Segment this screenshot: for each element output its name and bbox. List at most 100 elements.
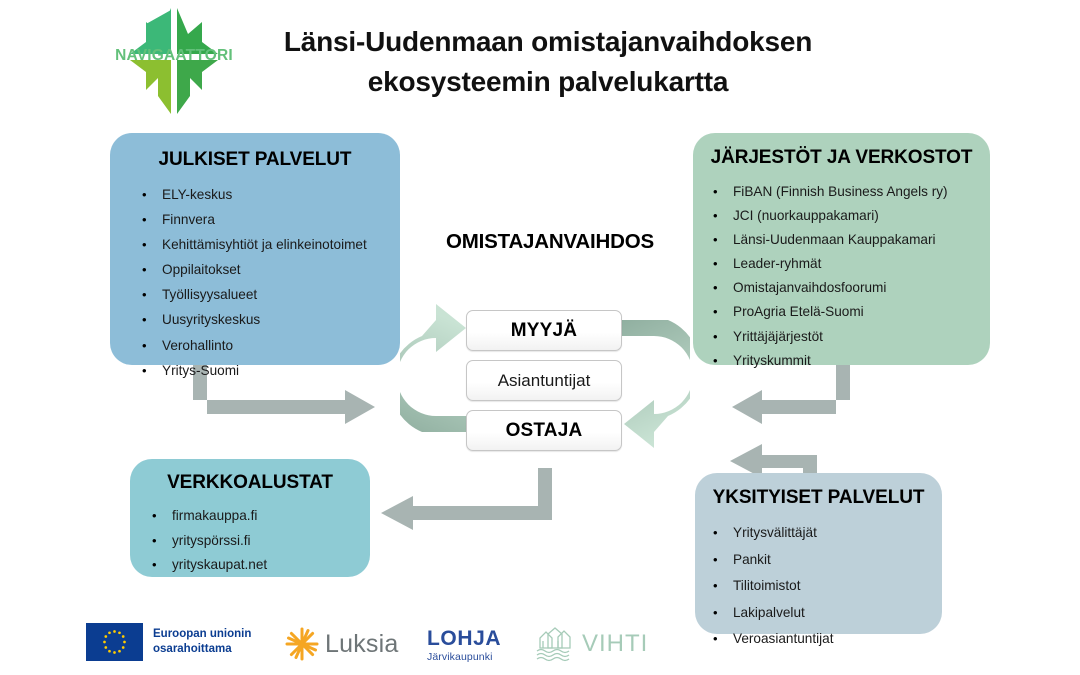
list-item: •Lakipalvelut xyxy=(713,605,942,620)
vihti-logo: VIHTI xyxy=(534,624,648,664)
list-item-label: Kehittämisyhtiöt ja elinkeinotoimet xyxy=(162,237,367,253)
cycle-node-experts[interactable]: Asiantuntijat xyxy=(466,360,622,401)
arrow-center-to-platforms xyxy=(381,468,552,530)
arrow-arc-right-down xyxy=(616,320,690,448)
lohja-subtitle: Järvikaupunki xyxy=(427,651,493,663)
cycle-title: OMISTAJANVAIHDOS xyxy=(446,230,654,253)
bullet-icon: • xyxy=(713,525,718,540)
bullet-icon: • xyxy=(152,557,157,573)
list-item: •Tilitoimistot xyxy=(713,579,942,593)
list-item-label: Yritysvälittäjät xyxy=(733,525,817,540)
bullet-icon: • xyxy=(142,362,147,378)
bullet-icon: • xyxy=(713,604,718,620)
panel-public-services: JULKISET PALVELUT •ELY-keskus •Finnvera … xyxy=(110,133,400,377)
list-item: • Oppilaitokset xyxy=(142,262,400,278)
list-item-label: yrityskaupat.net xyxy=(172,557,268,573)
eu-text-line-2: osarahoittama xyxy=(153,643,232,655)
vihti-name: VIHTI xyxy=(582,630,649,657)
lake-houses-icon xyxy=(536,627,571,662)
list-item-label: Työllisyysalueet xyxy=(162,287,258,303)
bullet-icon: • xyxy=(713,352,718,368)
list-item-label: Verohallinto xyxy=(162,337,234,353)
bullet-icon: • xyxy=(142,287,147,303)
logo-wordmark: NAVIGAATTORI xyxy=(115,47,233,64)
list-item: • ELY-keskus xyxy=(142,187,400,202)
bullet-icon: • xyxy=(713,328,718,344)
bullet-icon: • xyxy=(142,237,147,253)
luksia-logo: Luksia xyxy=(284,626,398,662)
list-item: • Länsi-Uudenmaan Kauppakamari xyxy=(713,232,990,248)
cycle-node-buyer[interactable]: OSTAJA xyxy=(466,410,622,451)
list-item-label: Yrittäjäjärjestöt xyxy=(733,328,823,344)
cycle-node-seller[interactable]: MYYJÄ xyxy=(466,310,622,351)
bullet-icon: • xyxy=(142,187,147,202)
list-item: • Yrityskummit xyxy=(713,352,990,368)
list-item: • Pankit xyxy=(713,551,942,567)
eu-flag-icon xyxy=(86,623,143,661)
navigaattori-logo: NAVIGAATTORI xyxy=(108,4,240,118)
cycle-seller-label: MYYJÄ xyxy=(510,319,578,341)
eu-funding-logo: Euroopan unionin osarahoittama xyxy=(86,623,251,661)
panel-platforms-list: •firmakauppa.fi • yrityspörssi.fi • yritys… xyxy=(152,509,370,573)
bullet-icon: • xyxy=(713,208,718,224)
list-item-label: Omistajanvaihdosfoorumi xyxy=(733,280,887,296)
list-item: •firmakauppa.fi xyxy=(152,509,370,523)
list-item: • Työllisyysalueet xyxy=(142,287,400,303)
list-item-label: JCI (nuorkauppakamari) xyxy=(733,208,879,224)
panel-private-title: YKSITYISET PALVELUT xyxy=(712,487,925,508)
sunburst-icon xyxy=(285,627,319,661)
list-item-label: Veroasiantuntijat xyxy=(733,631,834,647)
footer-logo-strip: Euroopan unionin osarahoittama xyxy=(0,612,1080,675)
bullet-icon: • xyxy=(142,337,147,353)
list-item: • Veroasiantuntijat xyxy=(713,631,942,647)
list-item: • Verohallinto xyxy=(142,337,400,353)
list-item-label: Yritys-Suomi xyxy=(162,362,240,378)
list-item: • Kehittämisyhtiöt ja elinkeinotoimet xyxy=(142,237,400,253)
list-item-label: Oppilaitokset xyxy=(162,262,241,278)
bullet-icon: • xyxy=(152,508,157,523)
panel-public-title: JULKISET PALVELUT xyxy=(158,149,352,170)
list-item-label: Pankit xyxy=(733,551,771,567)
list-item: •ProAgria Etelä-Suomi xyxy=(713,304,990,320)
eu-stars-icon xyxy=(103,630,126,654)
list-item: • Leader-ryhmät xyxy=(713,256,990,272)
list-item-label: Yrityskummit xyxy=(733,352,811,368)
bullet-icon: • xyxy=(713,631,718,647)
cycle-arrows xyxy=(400,304,690,448)
list-item: • yrityspörssi.fi xyxy=(152,532,370,548)
eu-funding-text: Euroopan unionin osarahoittama xyxy=(153,627,251,657)
panel-platforms-title: VERKKOALUSTAT xyxy=(167,472,333,493)
title-line-2: ekosysteemin palvelukartta xyxy=(367,66,729,98)
list-item: •FiBAN (Finnish Business Angels ry) xyxy=(713,184,990,199)
panel-private-list: • Yritysvälittäjät • Pankit •Tilitoimistot… xyxy=(713,525,942,647)
arrow-arc-left-up xyxy=(400,304,474,432)
list-item-label: Leader-ryhmät xyxy=(733,256,822,272)
bullet-icon: • xyxy=(142,262,147,278)
list-item: • JCI (nuorkauppakamari) xyxy=(713,208,990,224)
list-item-label: ELY-keskus xyxy=(162,187,233,202)
bullet-icon: • xyxy=(142,212,147,228)
arrow-orgs-to-center xyxy=(732,365,850,424)
bullet-icon: • xyxy=(713,551,718,567)
panel-online-platforms: VERKKOALUSTAT •firmakauppa.fi • yrityspör… xyxy=(130,459,370,577)
list-item-label: yrityspörssi.fi xyxy=(172,532,251,548)
list-item-label: ProAgria Etelä-Suomi xyxy=(733,304,864,320)
panel-orgs-title: JÄRJESTÖT JA VERKOSTOT xyxy=(710,147,973,168)
list-item: • Yrittäjäjärjestöt xyxy=(713,328,990,344)
lohja-name: LOHJA xyxy=(427,627,502,650)
bullet-icon: • xyxy=(713,232,718,248)
page-title: Länsi-Uudenmaan omistajanvaihdoksen ekos… xyxy=(248,22,848,102)
bullet-icon: • xyxy=(142,312,147,328)
lohja-logo: LOHJA Järvikaupunki xyxy=(427,628,501,663)
list-item: • Yritysvälittäjät xyxy=(713,525,942,540)
bullet-icon: • xyxy=(713,578,718,594)
list-item-label: FiBAN (Finnish Business Angels ry) xyxy=(733,184,948,199)
panel-organizations-networks: JÄRJESTÖT JA VERKOSTOT •FiBAN (Finnish B… xyxy=(693,133,990,368)
compass-star-icon xyxy=(108,4,240,118)
bullet-icon: • xyxy=(152,532,157,548)
list-item: • Yritys-Suomi xyxy=(142,362,400,378)
list-item-label: Länsi-Uudenmaan Kauppakamari xyxy=(733,232,936,248)
bullet-icon: • xyxy=(713,256,718,272)
panel-public-list: •ELY-keskus •Finnvera •Kehittämisyhtiöt … xyxy=(142,187,400,378)
